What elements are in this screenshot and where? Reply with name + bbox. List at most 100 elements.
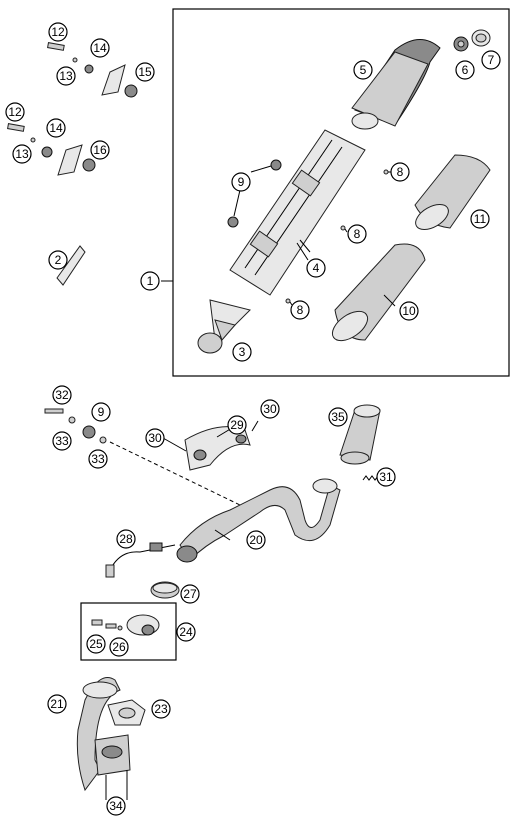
callout-13-lower: 13 <box>12 144 32 164</box>
header-pipe-part <box>76 677 131 792</box>
silencer-body-part <box>229 129 366 296</box>
bracket-part <box>184 426 251 471</box>
mount-kit-lower <box>7 123 96 176</box>
svg-text:8: 8 <box>297 303 304 317</box>
svg-text:5: 5 <box>360 63 367 77</box>
callout-3: 3 <box>232 342 252 362</box>
svg-text:26: 26 <box>112 640 126 654</box>
svg-text:14: 14 <box>93 41 107 55</box>
callout-30-left: 30 <box>145 428 165 448</box>
clamp-part <box>91 614 160 636</box>
callout-33-right: 33 <box>88 449 108 469</box>
svg-text:1: 1 <box>147 274 154 288</box>
callout-8-upper: 8 <box>390 162 410 182</box>
grommet-part <box>453 36 469 52</box>
callout-4: 4 <box>306 258 326 278</box>
callout-27: 27 <box>180 584 200 604</box>
callout-5: 5 <box>353 60 373 80</box>
screw-icon <box>285 298 291 304</box>
sleeve-part <box>471 29 491 47</box>
svg-text:32: 32 <box>55 388 69 402</box>
callout-6: 6 <box>455 60 475 80</box>
absorption-wool-part <box>331 243 426 342</box>
svg-text:11: 11 <box>474 212 487 226</box>
connecting-tube-part <box>339 404 381 465</box>
svg-text:25: 25 <box>89 637 103 651</box>
svg-text:21: 21 <box>50 697 64 711</box>
callout-25: 25 <box>86 634 106 654</box>
callout-28: 28 <box>116 529 136 549</box>
callout-8-lower: 8 <box>290 300 310 320</box>
silencer-assembly-frame <box>172 8 510 377</box>
svg-text:8: 8 <box>397 165 404 179</box>
callout-10: 10 <box>399 301 419 321</box>
callout-12-upper: 12 <box>48 22 68 42</box>
svg-text:7: 7 <box>488 53 495 67</box>
svg-text:12: 12 <box>51 25 65 39</box>
callout-16: 16 <box>90 140 110 160</box>
seal-ring-part <box>150 581 180 599</box>
end-cap-part <box>351 39 441 130</box>
svg-text:10: 10 <box>402 304 416 318</box>
callout-26: 26 <box>109 637 129 657</box>
svg-text:12: 12 <box>8 105 22 119</box>
callout-21: 21 <box>47 694 67 714</box>
callout-12-lower: 12 <box>5 102 25 122</box>
damper-grommet-upper <box>270 159 282 171</box>
screw-icon <box>340 225 346 231</box>
callout-33-left: 33 <box>52 431 72 451</box>
svg-text:27: 27 <box>183 587 197 601</box>
svg-text:34: 34 <box>109 799 123 813</box>
mount-kit-upper <box>47 42 138 98</box>
heat-shield-part <box>56 245 86 286</box>
callout-24: 24 <box>176 622 196 642</box>
svg-text:9: 9 <box>238 175 245 189</box>
callout-20: 20 <box>246 530 266 550</box>
callout-15: 15 <box>135 62 155 82</box>
svg-text:14: 14 <box>49 121 63 135</box>
svg-text:33: 33 <box>55 434 69 448</box>
svg-text:29: 29 <box>230 418 244 432</box>
clamp-kit-frame <box>80 602 177 661</box>
svg-text:15: 15 <box>138 65 152 79</box>
svg-text:9: 9 <box>98 405 105 419</box>
svg-text:30: 30 <box>263 402 277 416</box>
svg-text:16: 16 <box>93 143 107 157</box>
svg-text:4: 4 <box>313 261 320 275</box>
damper-grommet-lower <box>227 216 239 228</box>
inlet-cone-part <box>197 299 251 354</box>
callout-14-lower: 14 <box>46 118 66 138</box>
bolt-washer-kit <box>44 408 107 444</box>
svg-text:24: 24 <box>179 625 193 639</box>
svg-text:2: 2 <box>55 253 62 267</box>
callout-14-upper: 14 <box>90 38 110 58</box>
callout-23: 23 <box>151 699 171 719</box>
callout-9-upper: 9 <box>231 172 251 192</box>
callout-7: 7 <box>481 50 501 70</box>
svg-text:33: 33 <box>91 452 105 466</box>
callout-2: 2 <box>48 250 68 270</box>
lambda-sensor-part <box>105 542 176 578</box>
svg-text:28: 28 <box>119 532 133 546</box>
svg-text:6: 6 <box>462 63 469 77</box>
svg-text:13: 13 <box>15 147 29 161</box>
callout-9-lower: 9 <box>91 402 111 422</box>
callout-29: 29 <box>227 415 247 435</box>
callout-31: 31 <box>376 467 396 487</box>
svg-text:3: 3 <box>239 345 246 359</box>
callout-11: 11 <box>470 209 490 229</box>
manifold-part <box>176 478 341 563</box>
callout-1: 1 <box>140 271 160 291</box>
svg-text:35: 35 <box>331 410 345 424</box>
svg-text:23: 23 <box>154 702 168 716</box>
svg-text:30: 30 <box>148 431 162 445</box>
callout-32: 32 <box>52 385 72 405</box>
svg-text:8: 8 <box>354 227 361 241</box>
callout-13-upper: 13 <box>56 66 76 86</box>
svg-text:20: 20 <box>249 533 263 547</box>
callout-30-right: 30 <box>260 399 280 419</box>
svg-text:13: 13 <box>59 69 73 83</box>
svg-text:31: 31 <box>379 470 393 484</box>
outer-sleeve-part <box>414 154 491 230</box>
